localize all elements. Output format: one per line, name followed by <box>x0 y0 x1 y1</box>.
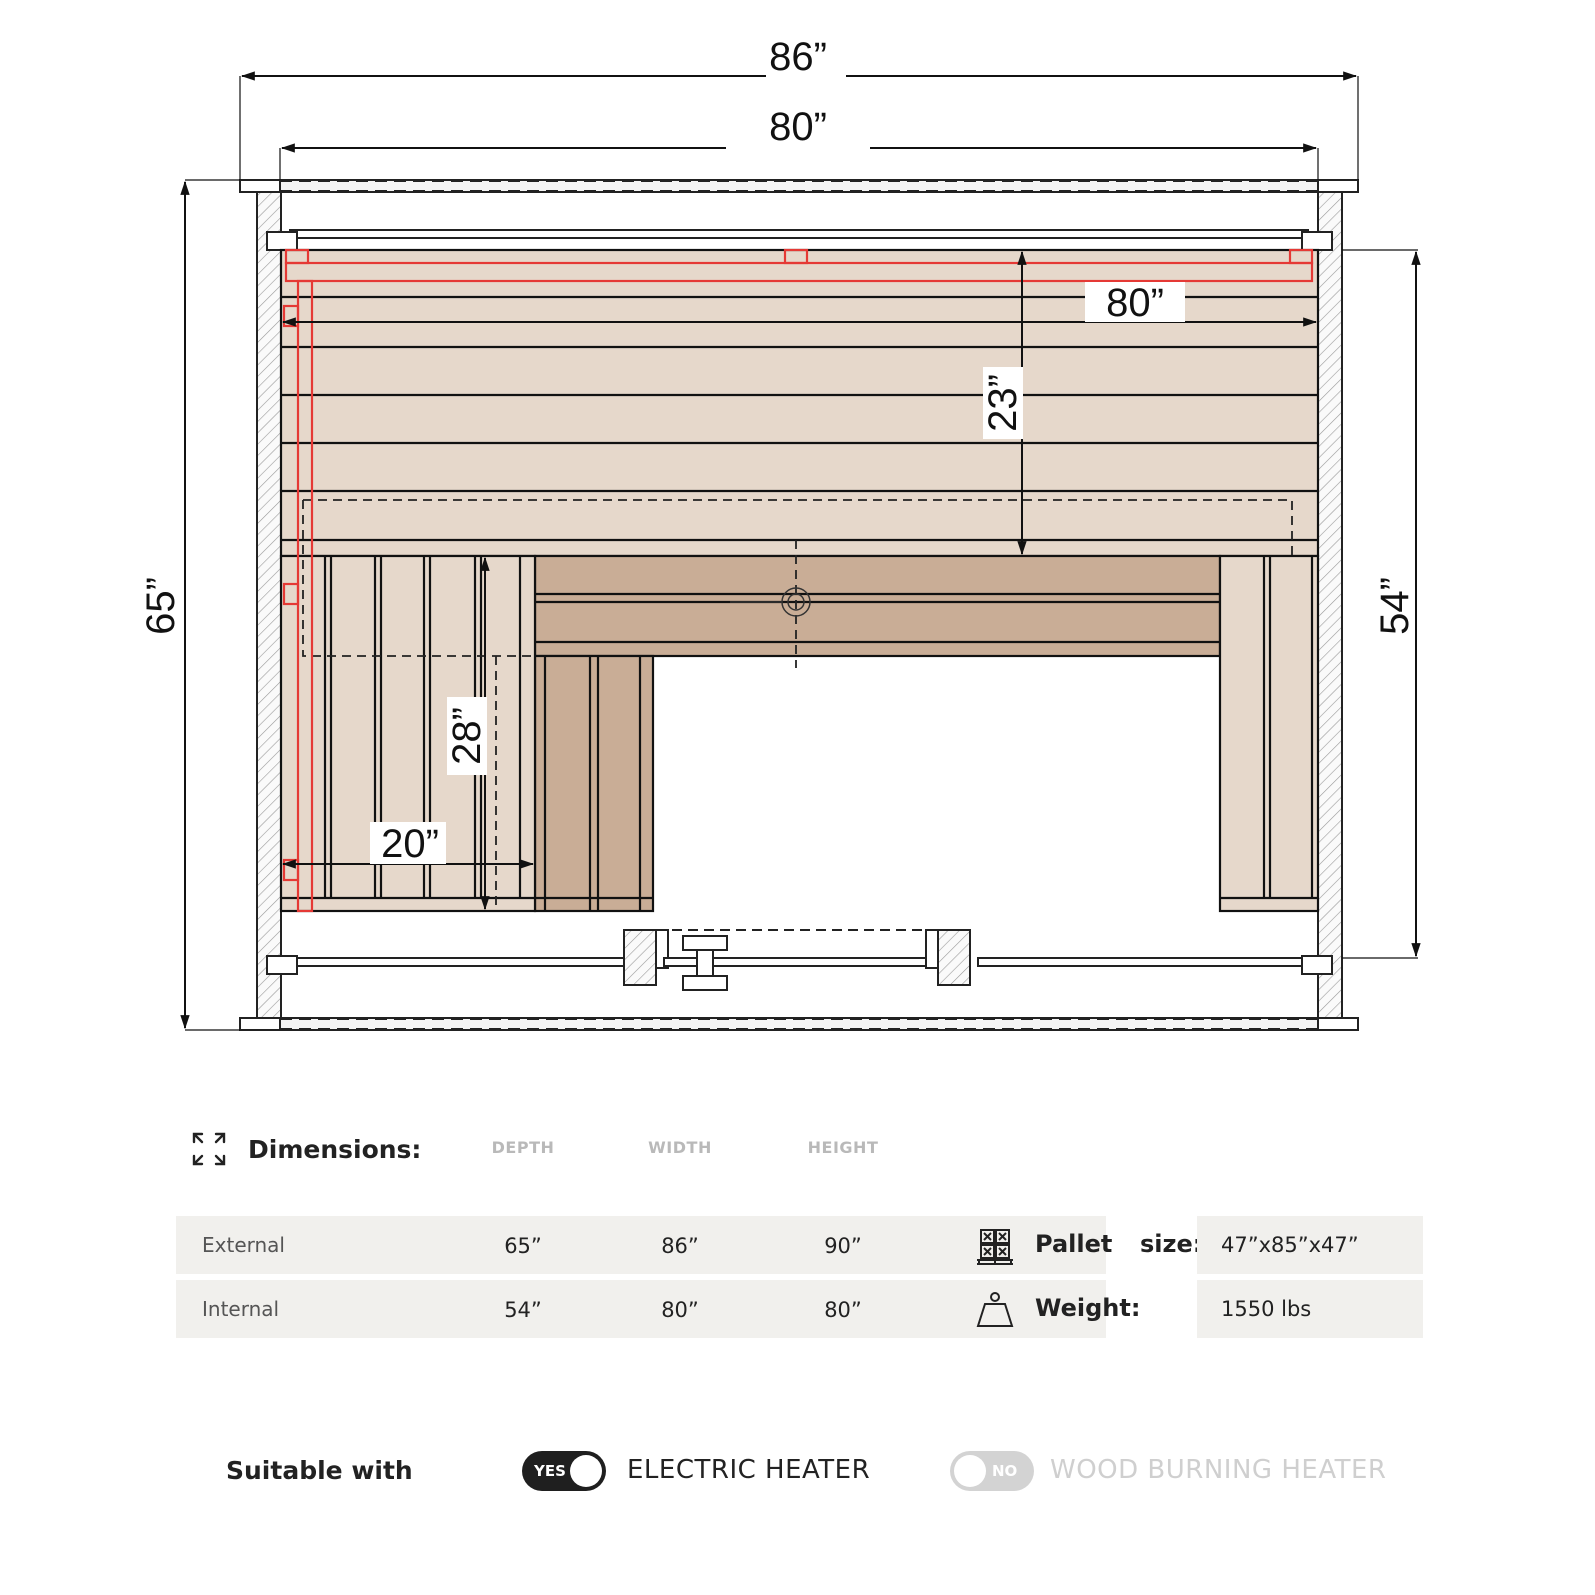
table-row-external: External 65” 86” 90” <box>176 1216 1106 1274</box>
pallet-label: Pallet <box>1035 1230 1113 1258</box>
internal-width: 80” <box>661 1298 699 1322</box>
table-row-internal: Internal 54” 80” 80” <box>176 1280 1106 1338</box>
suitable-with-label: Suitable with <box>226 1456 413 1485</box>
pallet-value: 47”x85”x47” <box>1221 1233 1359 1257</box>
glass-walls <box>266 229 1333 975</box>
dim-inner-depth: 54” <box>1373 577 1417 635</box>
weight-label: Weight: <box>1035 1294 1141 1322</box>
sauna-floor-plan: 86” 80” 80” 23” 28” 20” 65” 54” <box>139 34 1421 1031</box>
right-side-bench <box>1218 554 1320 913</box>
weight-row: Weight: 1550 lbs <box>975 1280 1425 1338</box>
dim-bench-depth: 23” <box>981 374 1025 432</box>
door <box>623 929 971 991</box>
column-header-height: HEIGHT <box>807 1138 879 1157</box>
internal-height: 80” <box>824 1298 862 1322</box>
weight-icon <box>976 1292 1014 1327</box>
row-label: Internal <box>202 1297 280 1321</box>
row-label: External <box>202 1233 285 1257</box>
dim-side-bench-depth: 28” <box>445 707 489 765</box>
external-width: 86” <box>661 1234 699 1258</box>
walls <box>256 191 1343 1019</box>
dim-inner-width: 80” <box>769 105 827 149</box>
toggle-text: NO <box>992 1462 1018 1480</box>
external-depth: 65” <box>504 1234 542 1258</box>
dim-side-bench-width: 20” <box>381 822 439 866</box>
dimensions-title: Dimensions: <box>248 1134 422 1164</box>
pallet-icon <box>977 1229 1013 1265</box>
column-header-depth: DEPTH <box>491 1138 555 1157</box>
roof-outline <box>239 179 1359 1031</box>
pallet-label-size: size: <box>1140 1230 1203 1258</box>
toggle-knob <box>954 1455 986 1487</box>
toggle-text: YES <box>534 1462 566 1480</box>
external-height: 90” <box>824 1234 862 1258</box>
dim-outer-depth: 65” <box>139 577 183 635</box>
dim-bench-length: 80” <box>1106 281 1164 325</box>
electric-heater-label: ELECTRIC HEATER <box>627 1455 871 1485</box>
internal-depth: 54” <box>504 1298 542 1322</box>
dim-outer-width: 86” <box>769 35 827 79</box>
electric-heater-toggle[interactable]: YES <box>522 1451 606 1491</box>
dimensions-header: Dimensions: <box>190 1130 421 1168</box>
pallet-value-box: 47”x85”x47” <box>1197 1216 1423 1274</box>
expand-arrows-icon <box>192 1132 226 1166</box>
pallet-size-row: Pallet size: 47”x85”x47” <box>975 1216 1425 1274</box>
drain-icon <box>730 587 811 617</box>
column-header-width: WIDTH <box>648 1138 712 1157</box>
wood-heater-toggle[interactable]: NO <box>950 1451 1034 1491</box>
weight-value: 1550 lbs <box>1221 1297 1312 1321</box>
toggle-knob <box>570 1455 602 1487</box>
wood-heater-label: WOOD BURNING HEATER <box>1050 1455 1387 1485</box>
lower-bench <box>533 554 1222 913</box>
weight-value-box: 1550 lbs <box>1197 1280 1423 1338</box>
